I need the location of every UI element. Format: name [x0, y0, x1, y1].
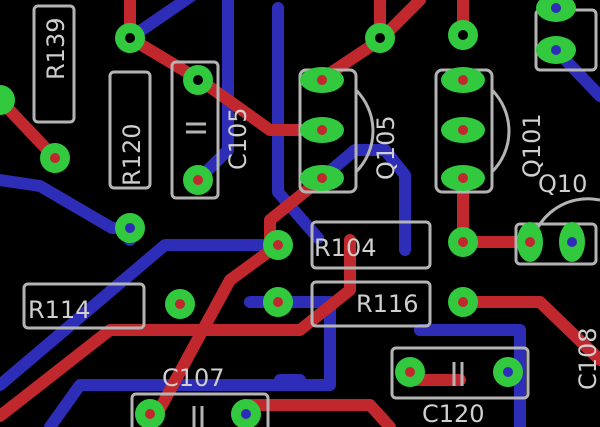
- label-r120: R120: [118, 124, 146, 186]
- pad: [115, 23, 145, 53]
- pad: [263, 230, 293, 260]
- r114-outline: [22, 282, 146, 330]
- r116-outline: [310, 280, 432, 328]
- q10x-pads: [517, 222, 585, 262]
- pad: [493, 357, 523, 387]
- label-c120: C120: [422, 400, 485, 427]
- q10x-outline: [514, 222, 598, 266]
- c107-outline: [130, 392, 270, 427]
- r104-outline: [310, 220, 432, 270]
- label-r139: R139: [42, 18, 70, 80]
- label-q105: Q105: [372, 115, 400, 180]
- q101-arc: [490, 88, 511, 174]
- label-r104: R104: [314, 234, 376, 262]
- pad: [365, 23, 395, 53]
- r139-outline: [32, 4, 76, 124]
- r120-outline: [108, 70, 152, 190]
- label-r114: R114: [28, 296, 90, 324]
- top-right-pads: [536, 0, 576, 64]
- through-hole-pads: [0, 20, 523, 427]
- transistor-pads: [300, 0, 585, 262]
- pad: [135, 399, 165, 427]
- pad: [165, 289, 195, 319]
- q105-pads: [300, 67, 344, 191]
- q101-pads: [441, 67, 485, 191]
- component-labels: R139 R120 C105 Q105 Q101 Q10 R104 R114 R…: [28, 18, 600, 427]
- label-c108: C108: [574, 327, 600, 390]
- label-r116: R116: [356, 290, 418, 318]
- pad: [448, 20, 478, 50]
- c105-outline: [170, 60, 220, 200]
- label-q101: Q101: [518, 113, 546, 178]
- pad: [40, 143, 70, 173]
- pad: [183, 65, 213, 95]
- c120-outline: [390, 346, 530, 400]
- label-q10x: Q10: [538, 170, 587, 198]
- q105-arc: [354, 88, 375, 174]
- label-c105: C105: [224, 107, 252, 170]
- pad: [115, 213, 145, 243]
- pad: [263, 287, 293, 317]
- pad: [231, 399, 261, 427]
- capacitor-symbols: [186, 122, 464, 427]
- pad: [0, 85, 15, 115]
- label-c107: C107: [162, 364, 225, 392]
- pad: [448, 287, 478, 317]
- pad: [183, 165, 213, 195]
- pad: [448, 227, 478, 257]
- pad: [395, 357, 425, 387]
